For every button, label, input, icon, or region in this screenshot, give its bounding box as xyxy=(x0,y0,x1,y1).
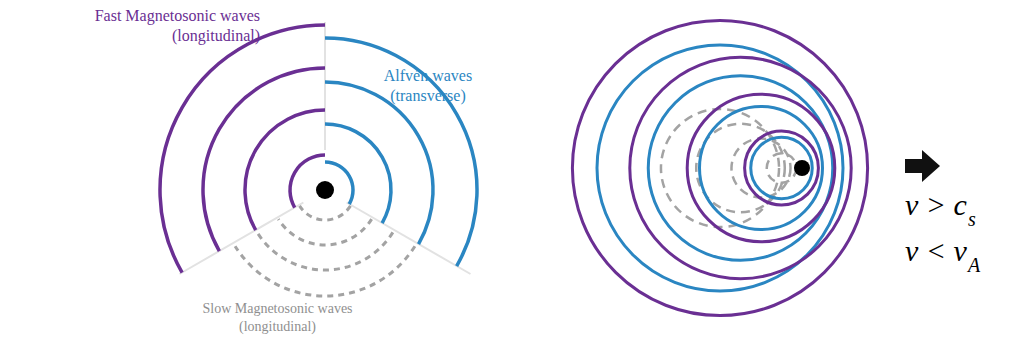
motion-arrow xyxy=(905,150,940,182)
subscript: A xyxy=(968,253,980,278)
condition-label: v < v xyxy=(905,232,995,270)
source-dot xyxy=(794,160,810,176)
alfven-wavefront xyxy=(751,137,813,199)
fast-wavefront xyxy=(203,68,325,251)
fast-wavefront xyxy=(572,20,867,315)
sector-divider xyxy=(180,203,304,275)
wave-label: Slow Magnetosonic waves (longitudinal) xyxy=(190,300,365,335)
fast-wavefront xyxy=(745,131,819,205)
sector-divider xyxy=(324,22,326,150)
slow-wavefront xyxy=(257,232,393,270)
right-panel xyxy=(572,20,940,315)
slow-wavefront xyxy=(767,153,797,183)
alfven-wavefront xyxy=(700,107,823,230)
slow-wavefront xyxy=(278,219,371,245)
alfven-wavefront xyxy=(325,124,391,223)
condition-label: v > c xyxy=(905,186,995,224)
slow-wavefront xyxy=(300,206,351,220)
slow-wavefront xyxy=(731,138,790,197)
fast-wavefront xyxy=(245,110,325,230)
wave-label: Alfvén waves (transverse) xyxy=(368,66,488,106)
fast-wavefront xyxy=(290,155,325,208)
fast-wavefront xyxy=(160,25,325,273)
wave-label: Fast Magnetosonic waves (longitudinal) xyxy=(80,6,260,46)
alfven-wavefront xyxy=(648,76,833,261)
left-panel xyxy=(160,22,477,296)
slow-wavefront xyxy=(661,109,779,227)
sector-divider xyxy=(347,203,471,275)
subscript: s xyxy=(968,207,976,232)
fast-wavefront xyxy=(687,94,835,242)
alfven-wavefront xyxy=(325,82,433,244)
source-dot xyxy=(316,181,334,199)
slow-wavefront xyxy=(235,246,415,296)
fast-wavefront xyxy=(630,57,851,278)
alfven-wavefront xyxy=(597,45,843,291)
